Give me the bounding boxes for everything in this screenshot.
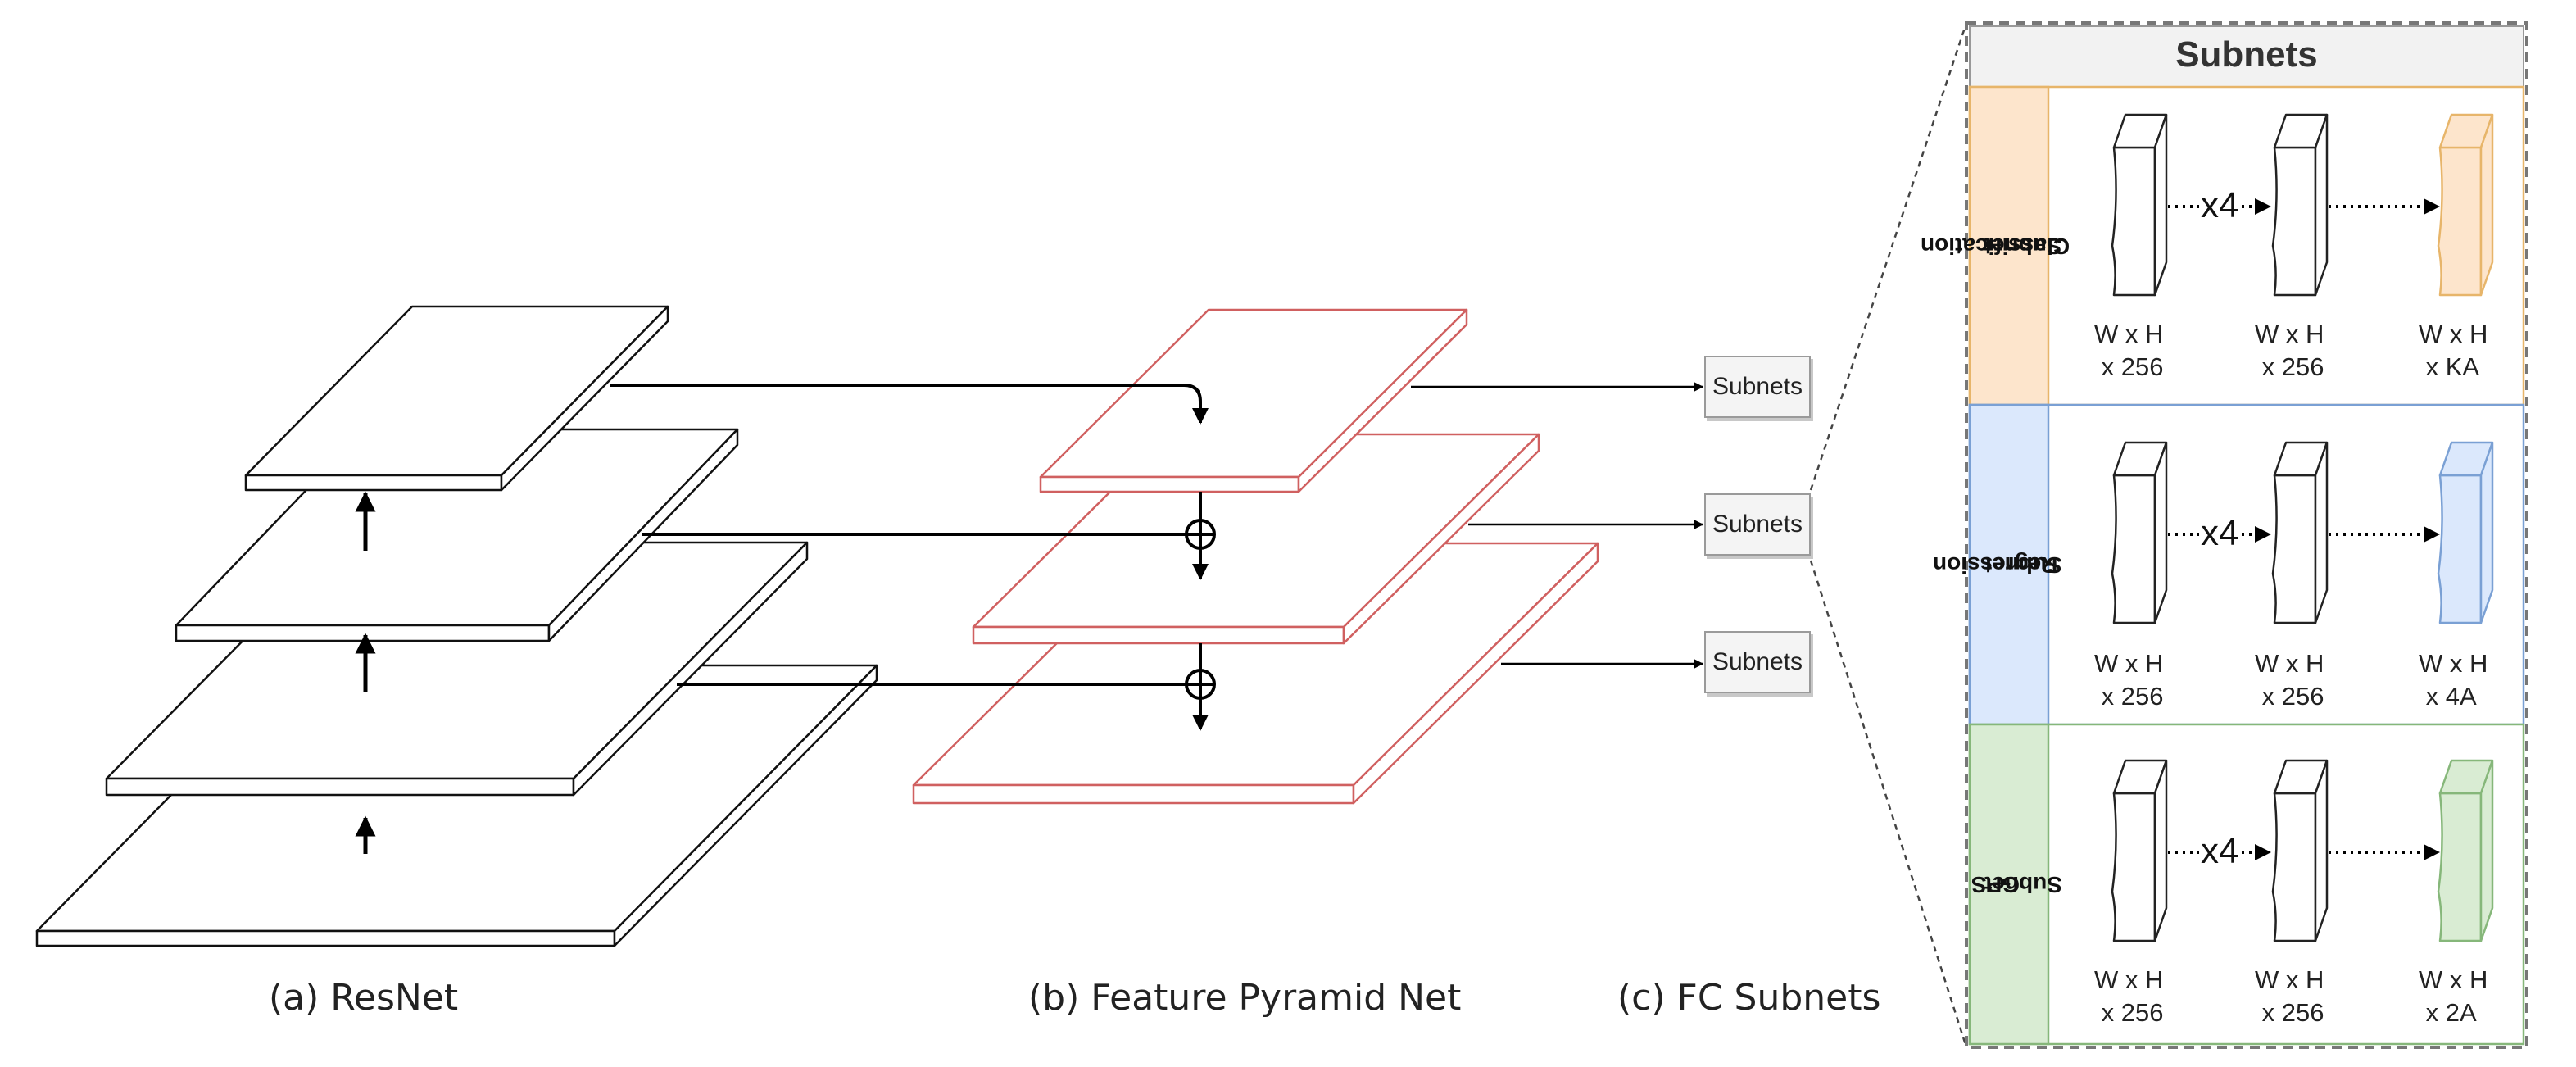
caption-fpn: (b) Feature Pyramid Net bbox=[1028, 977, 1462, 1019]
panel-title: Subnets bbox=[2175, 34, 2318, 75]
gps-label-bg bbox=[1968, 723, 2050, 1046]
top-down-pathway bbox=[1185, 492, 1216, 731]
caption-fc-subnets: (c) FC Subnets bbox=[1617, 977, 1881, 1019]
reg-block-3 bbox=[2437, 441, 2494, 624]
sum-node-2 bbox=[1185, 669, 1216, 700]
reg-repeat-label: x4 bbox=[2199, 513, 2241, 554]
fpn-to-subnet-arrows bbox=[1411, 381, 1704, 670]
reg-dim-1: W x H x 256 bbox=[2094, 649, 2164, 711]
reg-block-2 bbox=[2271, 441, 2329, 624]
subnets-panel bbox=[1965, 21, 2528, 1049]
fpn-layer-2 bbox=[972, 433, 1540, 645]
cls-block-3 bbox=[2437, 113, 2494, 297]
resnet-layer-1 bbox=[244, 305, 669, 492]
reg-dim-2: W x H x 256 bbox=[2255, 649, 2324, 711]
zoom-lines bbox=[1809, 22, 1968, 1048]
fpn-layer-1 bbox=[1039, 308, 1468, 493]
gps-block-2 bbox=[2271, 759, 2329, 942]
lateral-connections bbox=[610, 384, 1209, 686]
cls-repeat-label: x4 bbox=[2199, 185, 2241, 226]
gps-dim-1: W x H x 256 bbox=[2094, 965, 2164, 1027]
gps-dim-3: W x H x 2A bbox=[2419, 965, 2488, 1027]
regression-row-bg bbox=[1968, 403, 2525, 726]
gps-block-3 bbox=[2437, 759, 2494, 942]
fpn-pyramid bbox=[912, 308, 1599, 805]
panel-outer-border bbox=[1965, 21, 2528, 1049]
reg-dim-3: W x H x 4A bbox=[2419, 649, 2488, 711]
cls-dim-3: W x H x KA bbox=[2419, 320, 2488, 381]
classification-row-bg bbox=[1968, 85, 2525, 406]
panel-feature-maps bbox=[2111, 113, 2494, 942]
resnet-pyramid bbox=[35, 305, 878, 947]
gps-row-bg bbox=[1968, 723, 2525, 1046]
reg-block-1 bbox=[2111, 441, 2168, 624]
cls-block-2 bbox=[2271, 113, 2329, 297]
caption-resnet: (a) ResNet bbox=[269, 977, 459, 1019]
cls-dim-1: W x H x 256 bbox=[2094, 320, 2164, 381]
gps-block-1 bbox=[2111, 759, 2168, 942]
subnets-box-2: Subnets bbox=[1704, 493, 1811, 556]
subnets-box-1: Subnets bbox=[1704, 356, 1811, 418]
cls-block-1 bbox=[2111, 113, 2168, 297]
panel-title-bar bbox=[1969, 25, 2524, 88]
gps-dim-2: W x H x 256 bbox=[2255, 965, 2324, 1027]
lateral-top bbox=[610, 384, 1209, 425]
cls-dim-2: W x H x 256 bbox=[2255, 320, 2324, 381]
fpn-layer-3 bbox=[912, 542, 1599, 805]
gps-repeat-label: x4 bbox=[2199, 831, 2241, 872]
regression-label-bg bbox=[1968, 403, 2050, 726]
panel-dotted-arrows bbox=[2168, 198, 2440, 860]
subnets-box-3: Subnets bbox=[1704, 631, 1811, 693]
sum-node-1 bbox=[1185, 519, 1216, 550]
